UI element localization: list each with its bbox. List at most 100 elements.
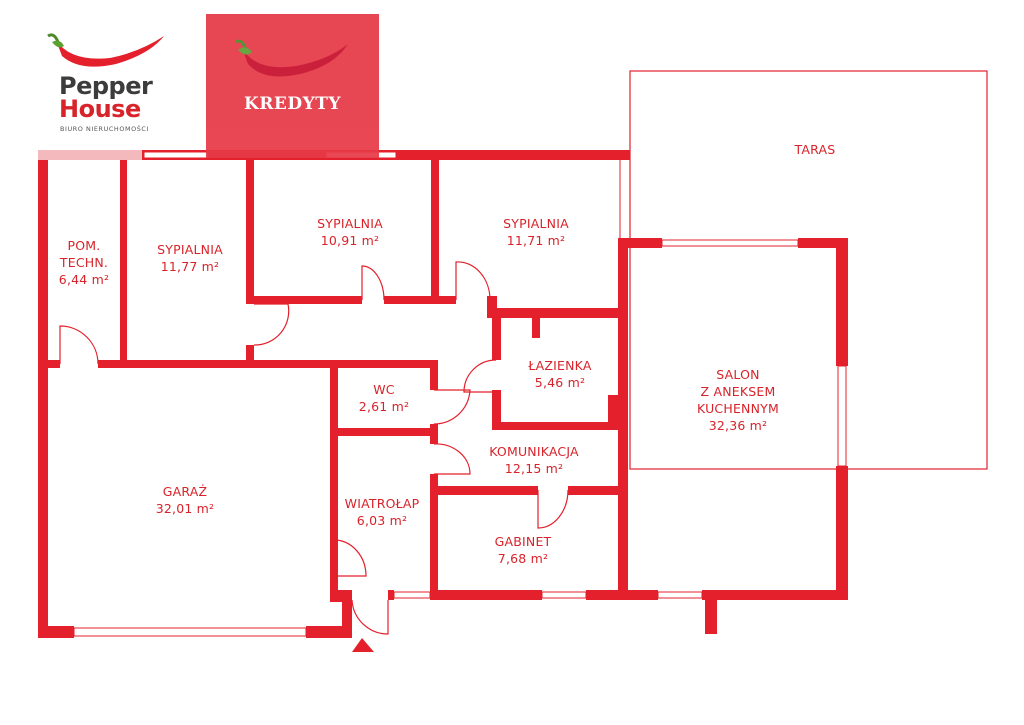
wall xyxy=(246,296,362,304)
room-label-garaz: GARAŻ 32,01 m² xyxy=(130,483,240,517)
window xyxy=(837,365,847,467)
wall xyxy=(306,626,344,638)
wall xyxy=(430,590,542,600)
window xyxy=(38,150,142,160)
room-name: TARAS xyxy=(794,142,836,157)
door-swing xyxy=(433,389,471,425)
room-area: 11,77 m² xyxy=(160,259,220,274)
door-swing xyxy=(253,303,290,346)
room-name: SYPIALNIA xyxy=(317,216,383,231)
room-area: 5,46 m² xyxy=(534,375,586,390)
wall xyxy=(38,360,60,368)
entrance-arrow-icon xyxy=(352,638,374,652)
door-swing xyxy=(351,599,389,635)
wall xyxy=(702,590,848,600)
wall xyxy=(384,296,456,304)
room-label-lazienka: ŁAZIENKA 5,46 m² xyxy=(508,357,612,391)
door-swing xyxy=(59,325,99,365)
wall xyxy=(836,238,848,366)
walls xyxy=(38,150,848,638)
wall xyxy=(342,590,352,638)
terrace-outline xyxy=(629,70,988,470)
room-name: Z ANEKSEM xyxy=(700,384,776,399)
logo-line1: Pepper xyxy=(59,72,153,100)
room-label-sypialnia-2: SYPIALNIA 10,91 m² xyxy=(290,215,410,249)
logo-line2: House xyxy=(59,95,141,123)
room-area: 7,68 m² xyxy=(497,551,549,566)
window xyxy=(657,591,703,599)
wall xyxy=(98,360,338,368)
wall xyxy=(487,296,497,312)
window xyxy=(661,239,799,247)
window xyxy=(393,591,431,599)
door-swing xyxy=(455,261,491,301)
room-name: POM. xyxy=(67,238,101,253)
window xyxy=(541,591,587,599)
wall xyxy=(430,360,438,390)
room-label-salon: SALON Z ANEKSEM KUCHENNYM 32,36 m² xyxy=(676,366,800,434)
window xyxy=(73,627,307,637)
room-name: WIATROŁAP xyxy=(344,496,420,511)
kredyty-label: KREDYTY xyxy=(243,94,342,114)
room-area: 2,61 m² xyxy=(358,399,410,414)
wall xyxy=(487,308,622,318)
kredyty-banner[interactable]: KREDYTY xyxy=(206,14,379,158)
wall xyxy=(618,238,662,248)
room-label-wc: WC 2,61 m² xyxy=(340,381,428,415)
room-area: 32,36 m² xyxy=(708,418,768,433)
wall xyxy=(492,308,501,360)
wall xyxy=(568,486,626,495)
wall xyxy=(798,238,848,248)
wall xyxy=(431,160,439,304)
door-swing xyxy=(361,265,385,301)
wall xyxy=(492,390,501,428)
chili-pepper-icon xyxy=(235,39,348,77)
door-swings xyxy=(59,261,569,635)
wall xyxy=(705,590,717,634)
room-area: 10,91 m² xyxy=(320,233,380,248)
room-area: 6,03 m² xyxy=(356,513,408,528)
wall xyxy=(330,360,438,368)
door-swing xyxy=(333,539,367,577)
room-name: TECHN. xyxy=(59,255,109,270)
wall xyxy=(618,238,628,600)
wall xyxy=(120,160,127,362)
room-label-taras: TARAS xyxy=(760,141,870,158)
room-label-gabinet: GABINET 7,68 m² xyxy=(468,533,578,567)
room-name: SALON xyxy=(716,367,760,382)
room-area: 12,15 m² xyxy=(504,461,564,476)
room-name: SYPIALNIA xyxy=(503,216,569,231)
room-name: WC xyxy=(373,382,395,397)
wall xyxy=(586,590,658,600)
wall xyxy=(246,345,254,362)
room-name: GABINET xyxy=(494,534,552,549)
wall xyxy=(388,590,394,600)
room-name: GARAŻ xyxy=(162,484,208,499)
wall xyxy=(330,360,338,600)
pepper-house-logo: Pepper House BIURO NIERUCHOMOŚCI xyxy=(40,28,180,138)
door-swing xyxy=(537,489,569,529)
wall xyxy=(492,422,626,430)
room-label-wiatrolap: WIATROŁAP 6,03 m² xyxy=(336,495,428,529)
room-name: KUCHENNYM xyxy=(697,401,779,416)
wall xyxy=(836,466,848,600)
wall xyxy=(532,308,540,338)
room-area: 11,71 m² xyxy=(506,233,566,248)
wall xyxy=(246,160,254,300)
room-name: ŁAZIENKA xyxy=(528,358,592,373)
room-area: 6,44 m² xyxy=(58,272,110,287)
room-label-pom-techn: POM. TECHN. 6,44 m² xyxy=(44,237,124,288)
door-swing xyxy=(463,359,497,393)
room-name: KOMUNIKACJA xyxy=(489,444,579,459)
wall xyxy=(430,474,438,600)
room-area: 32,01 m² xyxy=(155,501,215,516)
room-name: SYPIALNIA xyxy=(157,242,223,257)
room-label-sypialnia-3: SYPIALNIA 11,71 m² xyxy=(474,215,598,249)
room-label-komunikacja: KOMUNIKACJA 12,15 m² xyxy=(472,443,596,477)
wall xyxy=(330,428,438,436)
wall xyxy=(38,150,48,638)
room-label-sypialnia-1: SYPIALNIA 11,77 m² xyxy=(134,241,246,275)
wall xyxy=(430,486,538,495)
